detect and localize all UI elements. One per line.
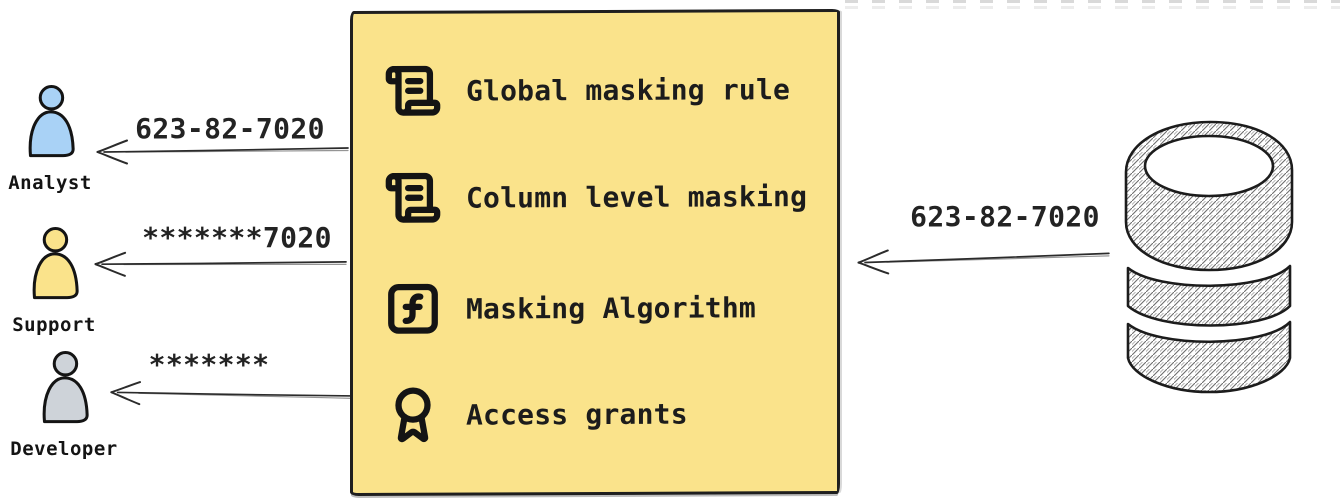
panel-item-access-grants: Access grants: [384, 385, 688, 444]
panel-item-label: Access grants: [466, 397, 688, 432]
persona-analyst: Analyst: [0, 84, 108, 194]
masked-value-support: *******7020: [142, 221, 332, 254]
arrow-to-analyst: [90, 139, 354, 165]
person-icon: [35, 350, 93, 431]
scroll-text-icon: [385, 172, 441, 223]
panel-item-label: Column level masking: [466, 179, 808, 215]
source-value-label: 623-82-7020: [910, 200, 1100, 233]
persona-support: Support: [0, 226, 112, 336]
person-icon: [21, 84, 79, 165]
panel-item-label: Masking Algorithm: [466, 290, 756, 326]
scroll-text-icon: [385, 65, 441, 116]
panel-item-column-level-masking: Column level masking: [384, 167, 807, 227]
persona-developer-label: Developer: [10, 438, 118, 460]
arrow-database-to-panel: [840, 244, 1126, 276]
arrow-to-support: [86, 251, 354, 279]
masked-value-analyst: 623-82-7020: [135, 112, 325, 145]
masking-rules-panel: Global masking rule Column level masking…: [350, 8, 840, 497]
award-icon: [395, 387, 431, 443]
arrow-to-developer: [106, 379, 357, 413]
persona-analyst-label: Analyst: [8, 172, 92, 194]
person-icon: [25, 226, 83, 307]
panel-item-global-masking-rule: Global masking rule: [384, 60, 790, 120]
masked-value-developer: *******: [148, 348, 270, 381]
panel-item-label: Global masking rule: [466, 72, 791, 108]
function-square-icon: [388, 283, 438, 334]
persona-developer: Developer: [6, 350, 122, 460]
database-icon: [1124, 120, 1294, 394]
persona-support-label: Support: [12, 314, 96, 336]
cropped-dashed-border-2: [845, 6, 1340, 9]
cropped-dashed-border: [845, 0, 1340, 3]
panel-item-masking-algorithm: Masking Algorithm: [384, 278, 756, 338]
